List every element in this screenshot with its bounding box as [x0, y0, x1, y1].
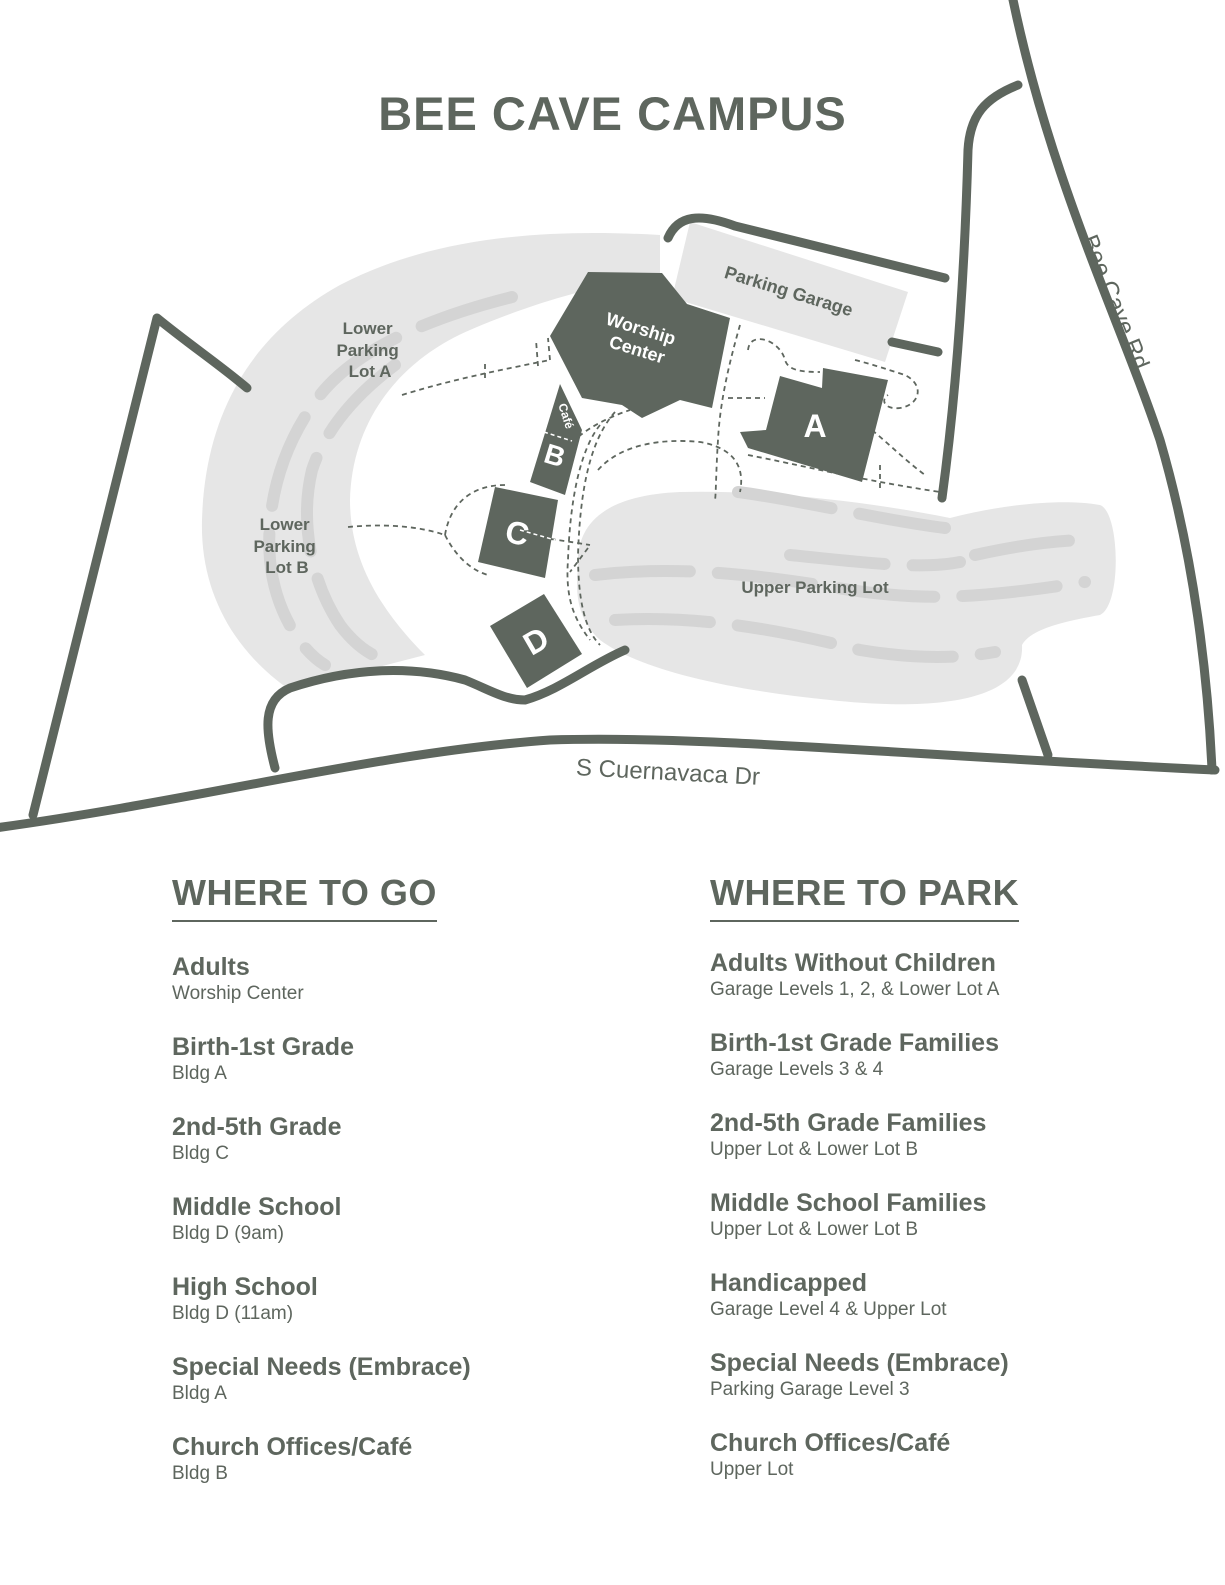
list-item: Special Needs (Embrace) Parking Garage L… [710, 1348, 1190, 1428]
item-title: 2nd-5th Grade [172, 1113, 342, 1141]
lower-lot-a-label: Lower Parking Lot A [336, 319, 403, 381]
bee-cave-rd [1008, 0, 1217, 775]
worship-center-building[interactable] [550, 272, 730, 418]
item-location: Upper Lot & Lower Lot B [710, 1139, 919, 1160]
lane-markings [263, 291, 1094, 671]
item-location: Garage Level 4 & Upper Lot [710, 1299, 947, 1320]
item-title: Adults Without Children [710, 949, 996, 977]
buildings [478, 272, 888, 688]
where-to-park-section: WHERE TO PARK Adults Without Children Ga… [710, 872, 1190, 1508]
building-c[interactable] [478, 487, 558, 578]
southeast-connector [1017, 675, 1053, 760]
building-a[interactable] [740, 368, 888, 482]
item-title: Church Offices/Café [172, 1433, 413, 1461]
garage-road [663, 213, 950, 283]
where-to-go-heading: WHERE TO GO [172, 872, 437, 922]
item-title: Middle School Families [710, 1189, 987, 1217]
where-to-go-list: Adults Worship Center Birth-1st Grade Bl… [172, 952, 632, 1512]
item-location: Parking Garage Level 3 [710, 1379, 910, 1400]
cuernavaca-dr-label: S Cuernavaca Dr [575, 754, 760, 791]
lower-lot-b-label: Lower Parking Lot B [253, 515, 320, 577]
list-item: Church Offices/Café Bldg B [172, 1432, 632, 1512]
item-title: Birth-1st Grade Families [710, 1029, 999, 1057]
west-boundary [28, 313, 252, 820]
item-location: Bldg A [172, 1383, 227, 1404]
list-item: Middle School Families Upper Lot & Lower… [710, 1188, 1190, 1268]
south-loop [263, 645, 630, 773]
item-title: Handicapped [710, 1269, 867, 1297]
page-title: BEE CAVE CAMPUS [378, 87, 847, 140]
item-location: Worship Center [172, 983, 304, 1004]
garage-lower-road [887, 337, 943, 357]
upper-lot-label: Upper Parking Lot [741, 578, 889, 597]
cuernavaca-dr [0, 734, 1220, 832]
item-location: Garage Levels 3 & 4 [710, 1059, 884, 1080]
item-location: Bldg D (9am) [172, 1223, 284, 1244]
item-title: Birth-1st Grade [172, 1033, 354, 1061]
where-to-go-section: WHERE TO GO Adults Worship Center Birth-… [172, 872, 632, 1512]
item-title: Special Needs (Embrace) [172, 1353, 471, 1381]
where-to-park-heading: WHERE TO PARK [710, 872, 1020, 922]
item-location: Upper Lot [710, 1459, 794, 1480]
item-location: Bldg D (11am) [172, 1303, 294, 1324]
item-location: Bldg C [172, 1143, 230, 1164]
where-to-park-list: Adults Without Children Garage Levels 1,… [710, 948, 1190, 1508]
item-title: Adults [172, 953, 250, 981]
list-item: Special Needs (Embrace) Bldg A [172, 1352, 632, 1432]
list-item: Adults Worship Center [172, 952, 632, 1032]
item-location: Bldg A [172, 1063, 227, 1084]
item-title: Middle School [172, 1193, 342, 1221]
building-d[interactable] [490, 594, 582, 688]
list-item: Middle School Bldg D (9am) [172, 1192, 632, 1272]
bee-cave-rd-label: Bee Cave Rd [1076, 231, 1155, 373]
list-item: Church Offices/Café Upper Lot [710, 1428, 1190, 1508]
list-item: Adults Without Children Garage Levels 1,… [710, 948, 1190, 1028]
item-title: Church Offices/Café [710, 1429, 951, 1457]
item-title: 2nd-5th Grade Families [710, 1109, 987, 1137]
item-title: High School [172, 1273, 318, 1301]
campus-map: Lower Parking Lot A Lower Parking Lot B … [0, 0, 1220, 832]
list-item: Handicapped Garage Level 4 & Upper Lot [710, 1268, 1190, 1348]
list-item: 2nd-5th Grade Families Upper Lot & Lower… [710, 1108, 1190, 1188]
list-item: 2nd-5th Grade Bldg C [172, 1112, 632, 1192]
item-location: Bldg B [172, 1463, 228, 1484]
list-item: Birth-1st Grade Families Garage Levels 3… [710, 1028, 1190, 1108]
list-item: High School Bldg D (11am) [172, 1272, 632, 1352]
upper-parking-lot [577, 491, 1116, 705]
building-a-label: A [803, 408, 826, 444]
item-location: Upper Lot & Lower Lot B [710, 1219, 919, 1240]
list-item: Birth-1st Grade Bldg A [172, 1032, 632, 1112]
item-location: Garage Levels 1, 2, & Lower Lot A [710, 979, 1000, 1000]
parking-garage-shape[interactable] [672, 222, 908, 362]
east-connector [937, 80, 1023, 503]
building-b[interactable] [530, 384, 582, 495]
roads [0, 0, 1220, 832]
item-title: Special Needs (Embrace) [710, 1349, 1009, 1377]
